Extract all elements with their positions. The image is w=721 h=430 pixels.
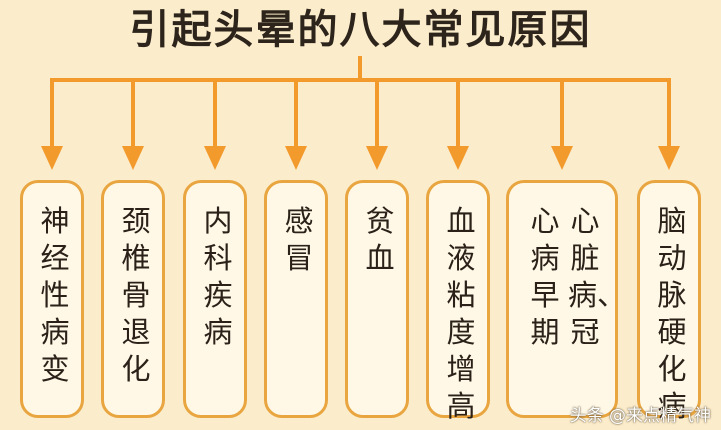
cause-text: 贫血 [365, 204, 395, 275]
arrow-head-1 [41, 146, 63, 170]
cause-box-2: 颈椎骨退化 [101, 180, 165, 418]
cause-box-6: 血液粘度增高 [426, 180, 490, 423]
cause-text: 内科疾病 [203, 204, 233, 349]
diagram-title: 引起头晕的八大常见原因 [129, 7, 592, 53]
cause-text: 颈椎骨退化 [121, 204, 151, 386]
cause-box-4: 感冒 [264, 180, 328, 418]
arrow-head-6 [447, 146, 469, 170]
cause-box-1: 神经性病变 [20, 180, 84, 418]
cause-text: 感冒 [284, 204, 314, 275]
arrow-head-8 [658, 146, 680, 170]
cause-box-3: 内科疾病 [183, 180, 247, 418]
watermark: 头条 @来点精气神 [569, 406, 711, 426]
arrow-head-3 [204, 146, 226, 170]
cause-box-8: 脑动脉硬化病 [637, 180, 701, 423]
arrow-head-2 [122, 146, 144, 170]
cause-text: 脑动脉硬化病 [657, 204, 687, 423]
arrow-head-5 [366, 146, 388, 170]
cause-text: 神经性病变 [40, 204, 70, 386]
arrow-head-4 [285, 146, 307, 170]
cause-text-right: 心脏病、冠 [568, 204, 627, 349]
cause-text: 血液粘度增高 [446, 204, 476, 423]
cause-box-7: 心脏病、冠 心病早期 [506, 180, 627, 418]
arrow-head-7 [551, 146, 573, 170]
cause-text-left: 心病早期 [530, 204, 560, 349]
cause-box-5: 贫血 [345, 180, 409, 418]
